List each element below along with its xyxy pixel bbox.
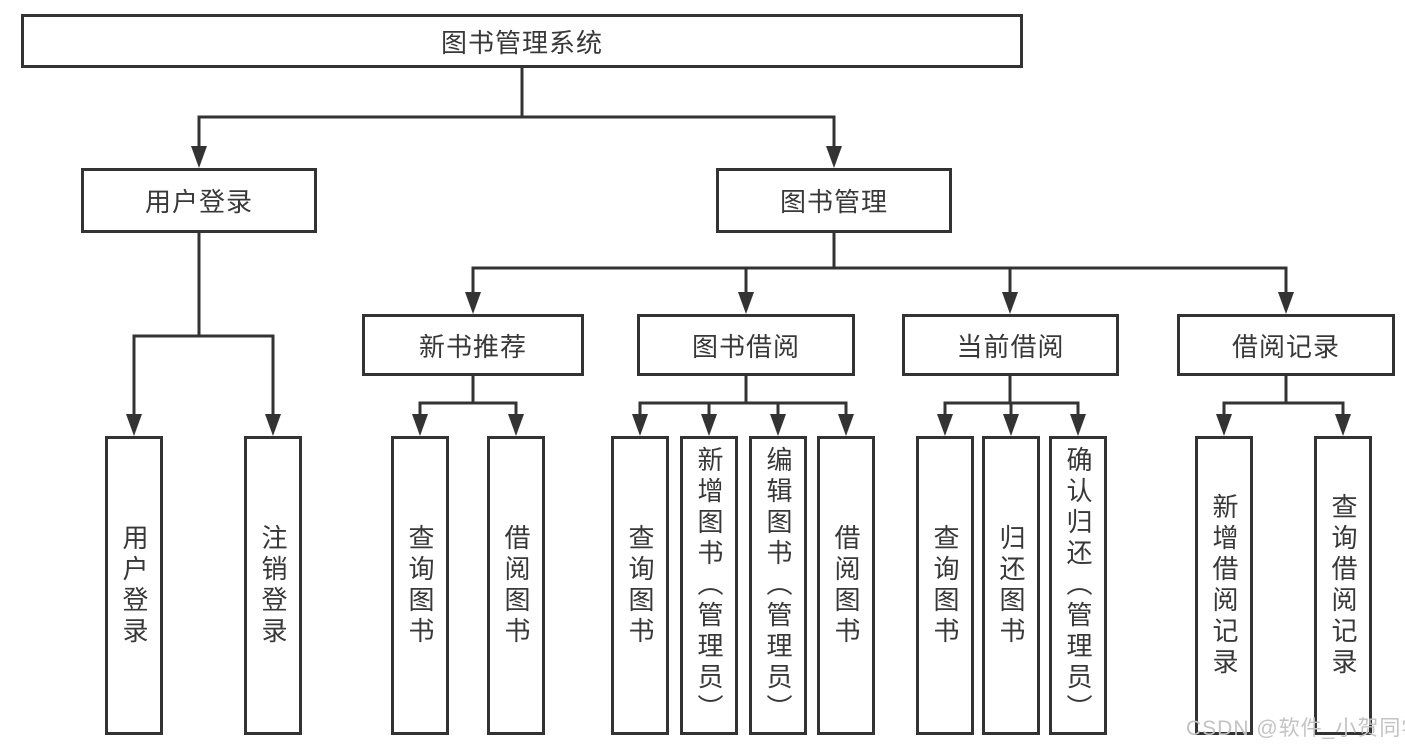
connector-book-borrow-branch	[632, 374, 854, 436]
node-current-borrow: 当前借阅	[902, 314, 1119, 376]
leaf-borrow-books: 借阅图书	[817, 436, 875, 735]
node-borrow-records: 借阅记录	[1177, 314, 1395, 376]
leaf-query-books-current: 查询图书	[916, 436, 974, 735]
leaf-return-book: 归还图书	[982, 436, 1040, 735]
connector-book-management-branch	[465, 231, 1294, 314]
leaf-query-books-borrow: 查询图书	[611, 436, 669, 735]
leaf-user-login: 用户登录	[105, 436, 163, 735]
node-book-borrow: 图书借阅	[637, 314, 855, 376]
leaf-edit-book-admin: 编辑图书（管理员）	[749, 436, 807, 735]
leaf-query-books-recommend: 查询图书	[391, 436, 449, 735]
leaf-add-borrow-record: 新增借阅记录	[1195, 436, 1253, 735]
leaf-logout: 注销登录	[244, 436, 302, 735]
leaf-query-borrow-record: 查询借阅记录	[1314, 436, 1372, 735]
connector-borrow-records-branch	[1216, 374, 1351, 436]
connector-root-to-level2	[191, 66, 842, 168]
connector-new-book-recommend-branch	[412, 374, 524, 436]
connector-user-login-branch	[126, 231, 281, 436]
node-root-library-system: 图书管理系统	[21, 14, 1023, 68]
node-book-management: 图书管理	[716, 168, 952, 233]
leaf-borrow-books-recommend: 借阅图书	[487, 436, 545, 735]
node-user-login: 用户登录	[81, 168, 317, 233]
connector-current-borrow-branch	[937, 374, 1086, 436]
node-new-book-recommend: 新书推荐	[362, 314, 584, 376]
leaf-confirm-return-admin: 确认归还（管理员）	[1049, 436, 1107, 735]
leaf-add-book-admin: 新增图书（管理员）	[680, 436, 738, 735]
csdn-watermark: CSDN @软件_小贺同学	[1186, 717, 1405, 740]
